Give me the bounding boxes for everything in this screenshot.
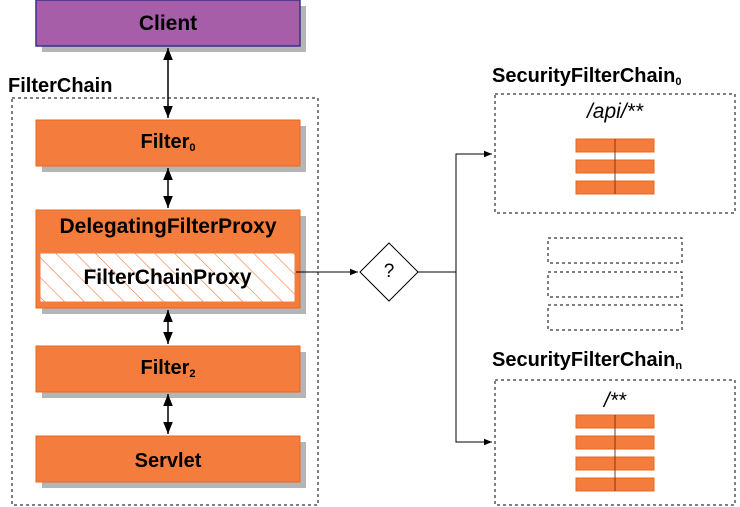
placeholder-chain-2 [547, 271, 683, 298]
filter2-label: Filter2 [140, 357, 196, 380]
security-chain-n-filters [575, 414, 655, 492]
security-chain-n-title: SecurityFilterChainn [492, 349, 683, 372]
security-chain-0-pattern: /api/** [586, 100, 644, 123]
security-chain-n-container [494, 379, 736, 506]
delegating-filter-proxy-label: DelegatingFilterProxy [59, 215, 277, 238]
security-chain-n-pattern: /** [603, 389, 627, 412]
filter2-box [35, 345, 301, 393]
filter-chain-proxy-label: FilterChainProxy [83, 266, 252, 289]
branch-to-chain-0 [418, 150, 492, 273]
filter-chain-proxy-box [39, 252, 296, 303]
filter0-box [35, 119, 301, 167]
servlet-label: Servlet [134, 450, 202, 472]
security-chain-0-filters [575, 138, 655, 195]
placeholder-chain-1 [547, 237, 683, 264]
filter-chain-title: FilterChain [8, 75, 113, 97]
decision-label: ? [383, 261, 395, 282]
filter0-label: Filter0 [140, 131, 196, 154]
branch-to-chain-n [455, 272, 492, 446]
security-chain-0-container [494, 93, 736, 214]
security-chain-0-title: SecurityFilterChain0 [492, 65, 682, 88]
placeholder-chain-3 [547, 304, 683, 331]
client-box [35, 0, 301, 47]
decision-diamond [359, 242, 419, 302]
client-label: Client [138, 12, 198, 35]
servlet-box [35, 435, 301, 483]
